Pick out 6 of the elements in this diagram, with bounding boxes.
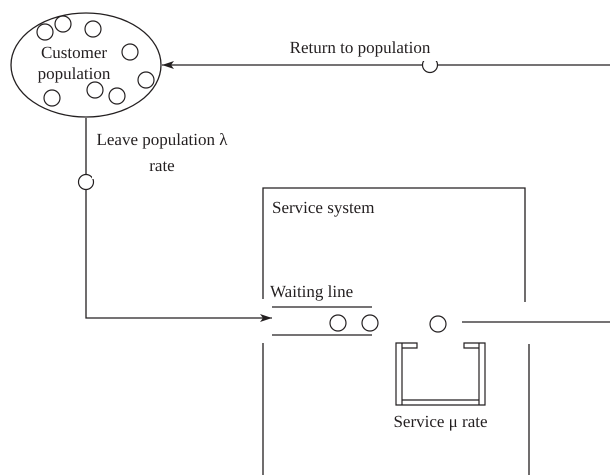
node-label: Service μ rate <box>392 411 489 432</box>
arrow <box>162 61 610 69</box>
system-title: Service system <box>272 197 376 218</box>
node-label: Customer population <box>36 42 112 84</box>
node-label: Waiting line <box>270 281 354 302</box>
arrow <box>85 118 272 322</box>
